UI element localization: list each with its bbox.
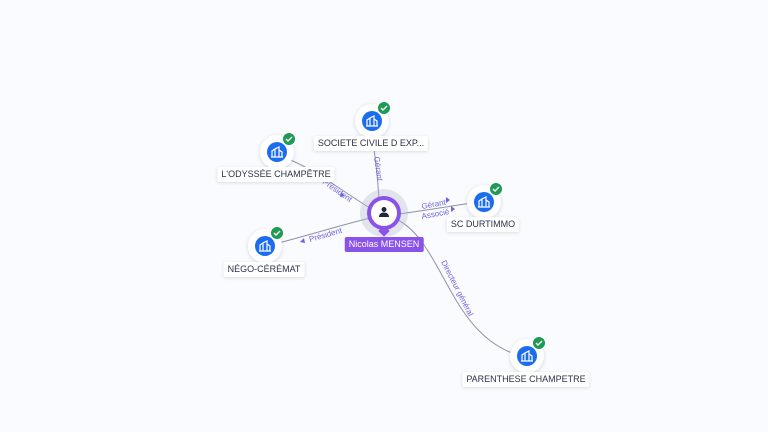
- building-icon: [517, 346, 537, 366]
- edge-parenthese: [397, 219, 526, 358]
- person-ring: [367, 196, 401, 230]
- person-name-label[interactable]: Nicolas MENSEN: [344, 237, 424, 252]
- company-node-durtimmo[interactable]: [467, 182, 503, 219]
- edge-label-nego: Président: [308, 226, 344, 244]
- building-icon: [362, 111, 382, 131]
- company-label-parenthese[interactable]: PARENTHESE CHAMPETRE: [462, 372, 590, 387]
- active-check-icon: [532, 336, 546, 350]
- building-icon: [255, 236, 275, 256]
- person-icon: [371, 200, 397, 226]
- building-icon: [474, 192, 494, 212]
- company-node-societe[interactable]: [355, 101, 391, 138]
- company-label-nego[interactable]: NÉGO-CÉRÉMAT: [223, 262, 305, 277]
- person-node[interactable]: [360, 189, 408, 237]
- edge-label-societe: Gérant: [372, 156, 384, 182]
- company-label-durtimmo[interactable]: SC DURTIMMO: [446, 217, 520, 232]
- active-check-icon: [270, 226, 284, 240]
- company-label-societe[interactable]: SOCIETE CIVILE D EXP...: [313, 136, 429, 151]
- active-check-icon: [489, 182, 503, 196]
- edge-label-parenthese: Directeur général: [439, 259, 475, 318]
- company-node-lodyssee[interactable]: [260, 132, 296, 169]
- building-icon: [267, 142, 287, 162]
- company-node-nego[interactable]: [248, 226, 284, 263]
- edge-label-durtimmo-gerant: Gérant: [421, 198, 447, 211]
- active-check-icon: [377, 101, 391, 115]
- company-label-lodyssee[interactable]: L'ODYSSÉE CHAMPÊTRE: [217, 167, 335, 182]
- company-node-parenthese[interactable]: [510, 336, 546, 373]
- active-check-icon: [282, 132, 296, 146]
